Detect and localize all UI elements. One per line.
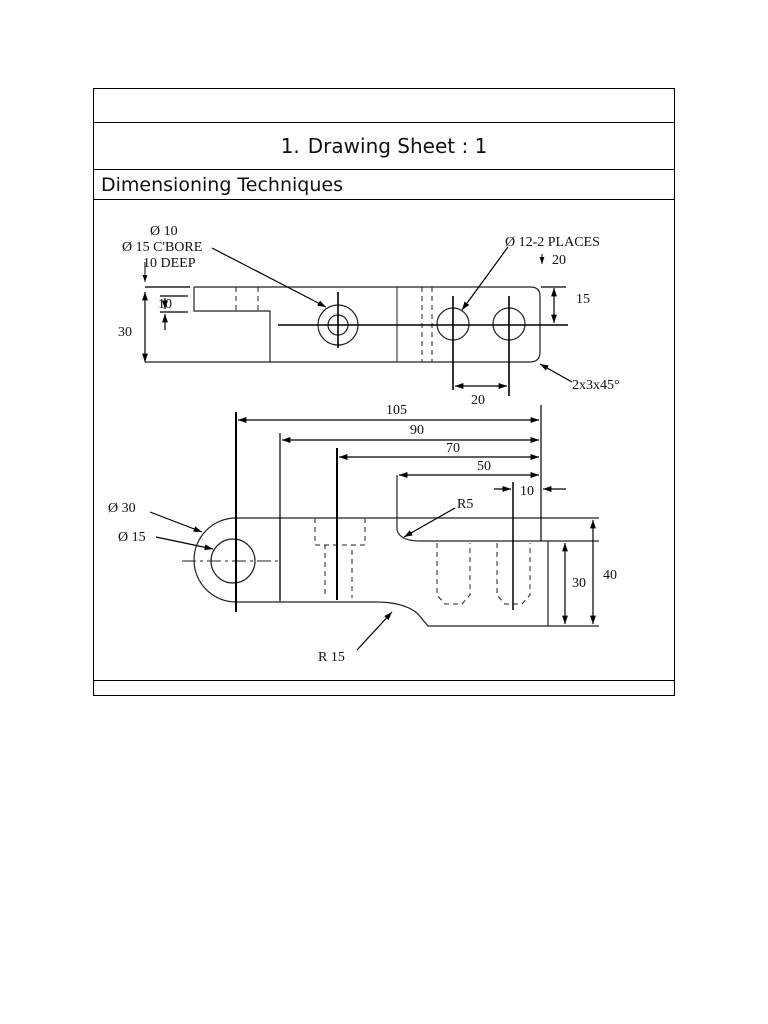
right-dim-label: 15 <box>576 292 590 307</box>
dim-30-label: 30 <box>572 576 586 591</box>
cbore-depth-label: 10 DEEP <box>143 256 196 271</box>
dim-90-label: 90 <box>410 423 424 438</box>
radius-5-label: R5 <box>457 497 473 512</box>
radius-15-label: R 15 <box>318 650 345 665</box>
two-places-label: Ø 12-2 PLACES <box>505 235 600 250</box>
section-heading: Dimensioning Techniques <box>94 170 674 200</box>
slot-dim-label: 10 <box>158 297 172 312</box>
dim-70-label: 70 <box>446 441 460 456</box>
dia-15-label: Ø 15 <box>118 530 146 545</box>
chamfer-label: 2x3x45° <box>572 378 620 393</box>
cbore-dia-label: Ø 15 C'BORE <box>122 240 202 255</box>
sheet-title-row: 1. Drawing Sheet : 1 <box>94 123 674 170</box>
pitch-dim-label: 20 <box>471 393 485 408</box>
front-view-outline <box>193 475 599 627</box>
two-places-depth-label: 20 <box>552 253 566 268</box>
sheet-title: Drawing Sheet : 1 <box>307 134 488 158</box>
cbore-hole-dia-label: Ø 10 <box>150 224 178 239</box>
drawing-area <box>94 200 674 681</box>
dim-40-label: 40 <box>603 568 617 583</box>
front-view <box>149 405 599 651</box>
dim-10-label: 10 <box>520 484 534 499</box>
top-view-outline <box>145 286 541 363</box>
top-view <box>142 246 573 396</box>
height-dim-label: 30 <box>118 325 132 340</box>
sheet-number: 1. <box>280 134 300 158</box>
drawing-sheet: 1. Drawing Sheet : 1 Dimensioning Techni… <box>93 88 675 696</box>
header-blank-row <box>94 89 674 123</box>
dim-50-label: 50 <box>477 459 491 474</box>
dim-105-label: 105 <box>386 403 407 418</box>
dia-30-label: Ø 30 <box>108 501 136 516</box>
